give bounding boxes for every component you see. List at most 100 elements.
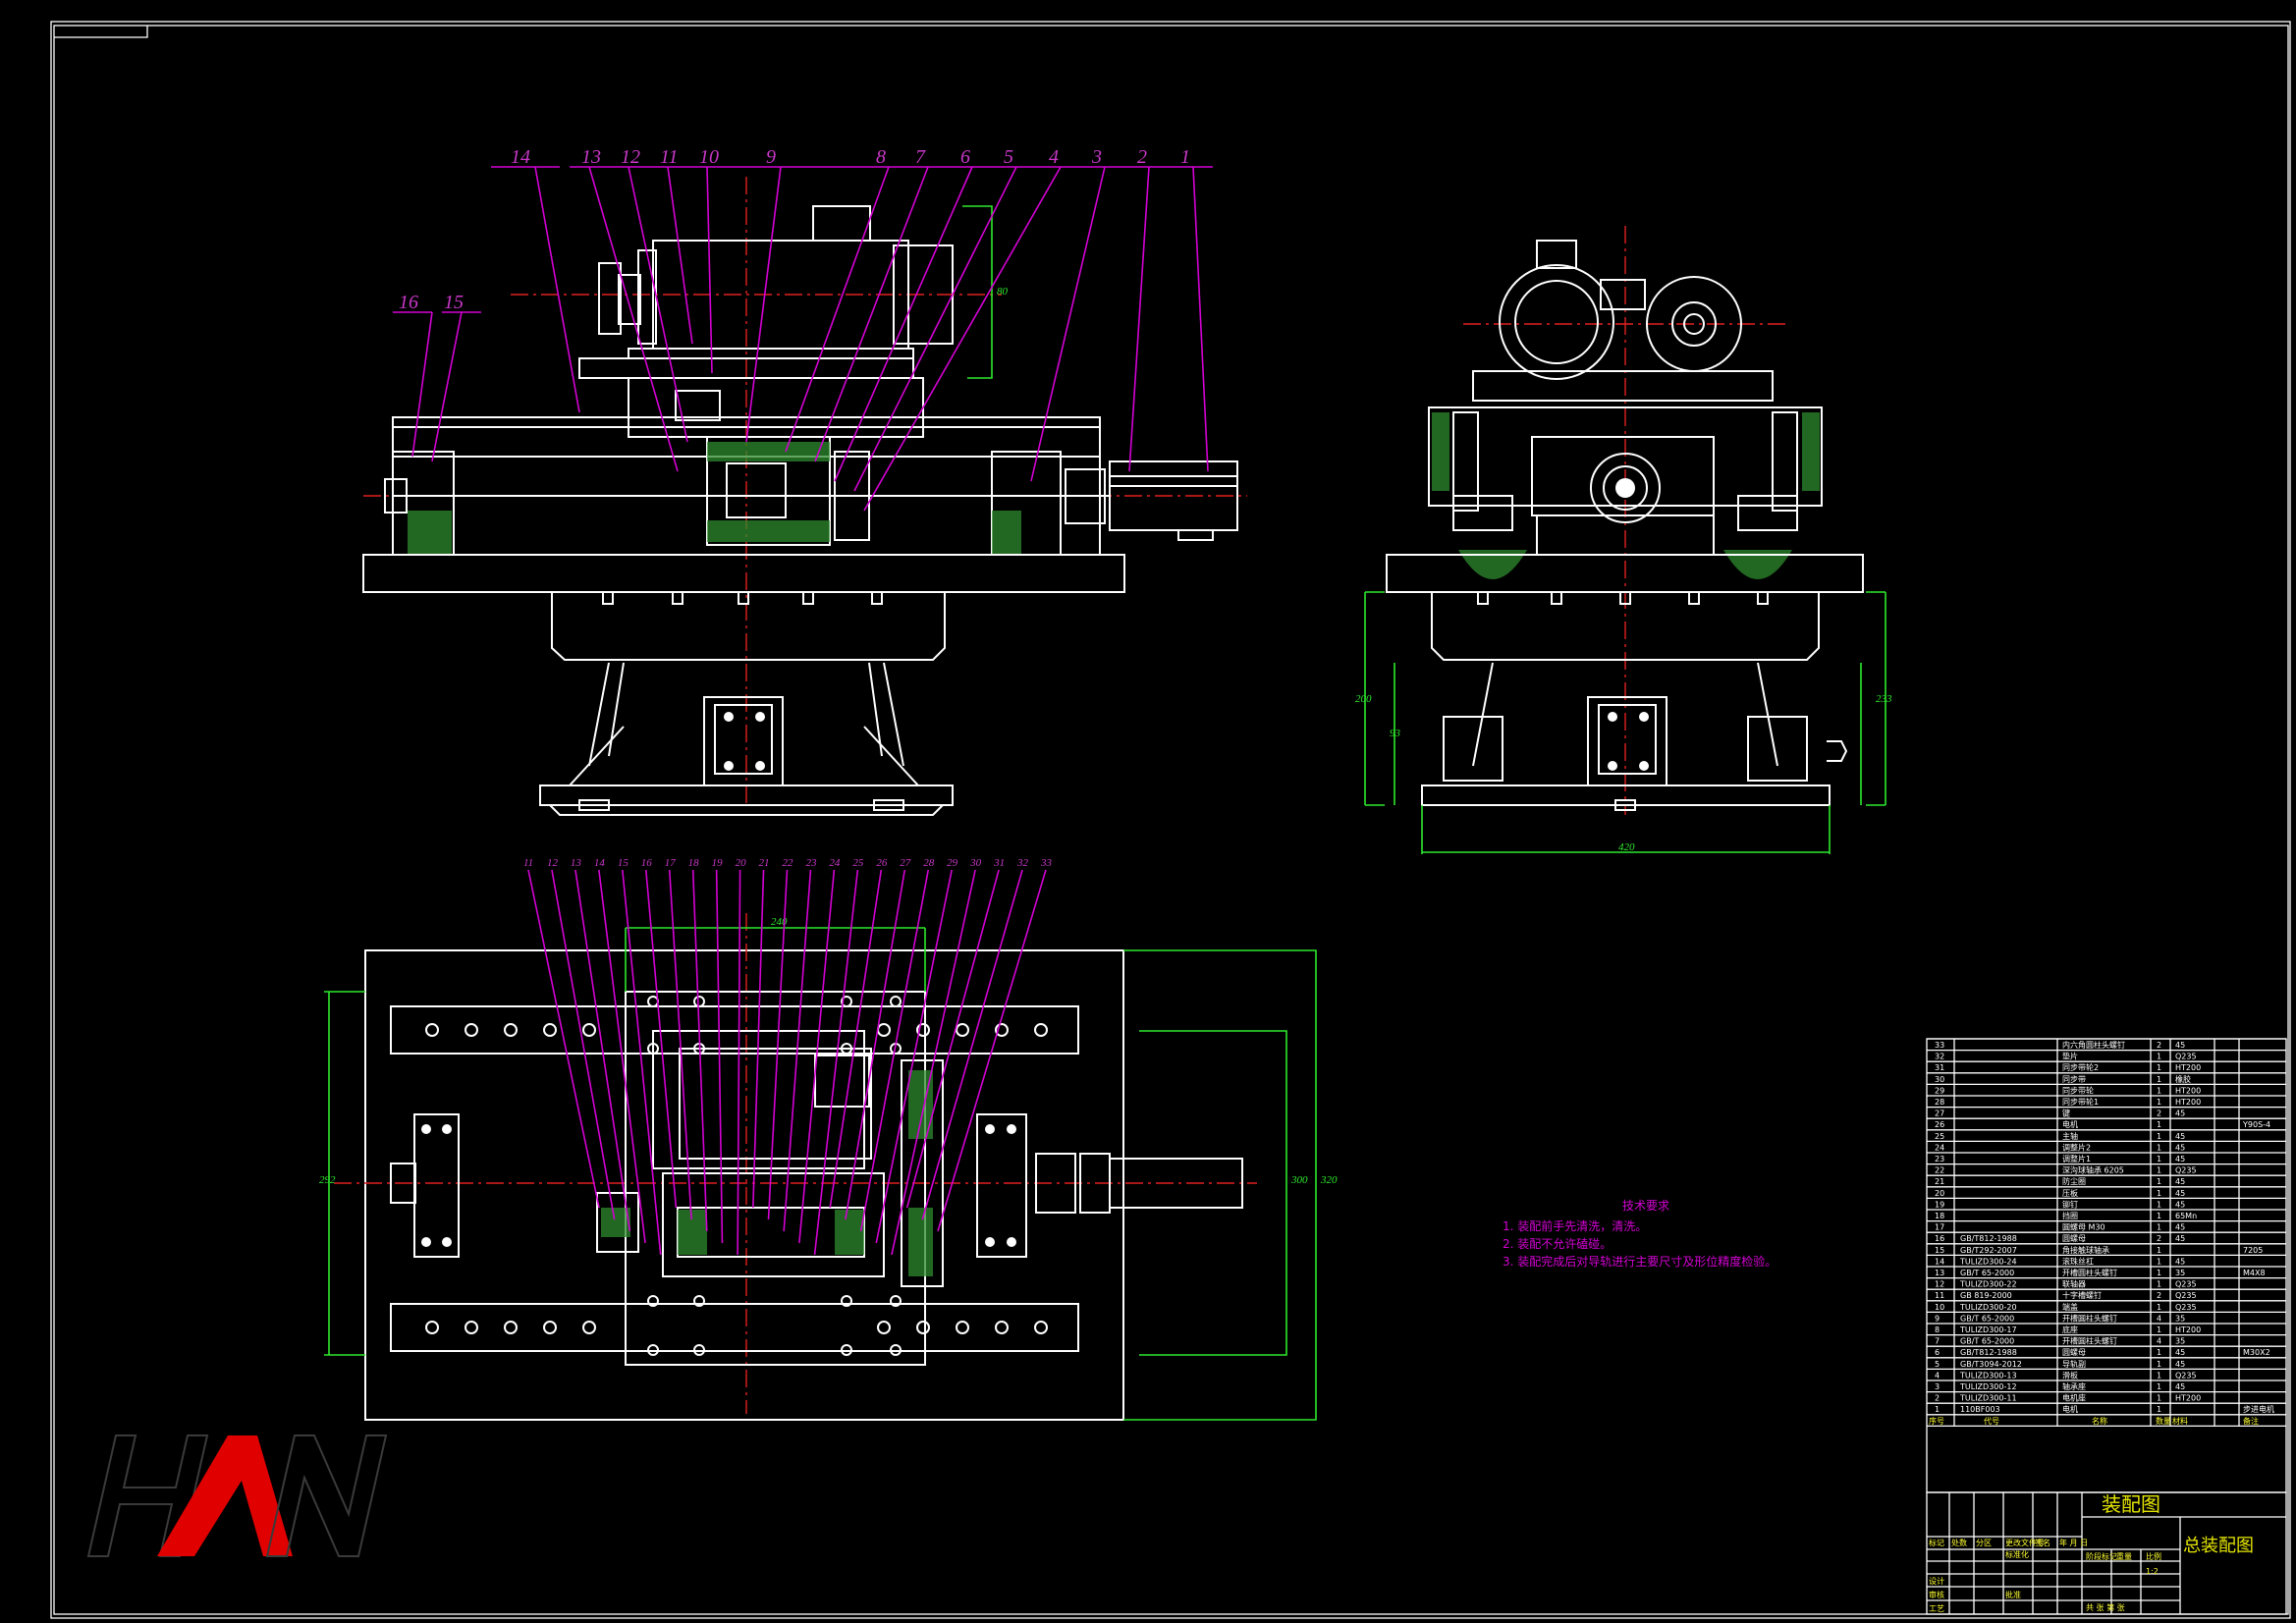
bom-cell: 内六角圆柱头螺钉 (2062, 1040, 2125, 1050)
plan-balloon-17: 17 (665, 857, 677, 869)
bom-cell: 25 (1935, 1132, 1944, 1141)
bom-cell: 19 (1935, 1200, 1944, 1209)
bom-cell: 端盖 (2062, 1302, 2078, 1312)
balloon-1: 1 (1180, 146, 1190, 168)
balloon-16: 16 (399, 292, 418, 313)
bom-cell: 1 (2157, 1086, 2161, 1095)
carriage-bolt-icon (693, 996, 705, 1007)
bom-cell: GB/T812-1988 (1960, 1348, 2017, 1357)
bom-cell: HT200 (2175, 1063, 2201, 1072)
bom-cell: 轴承座 (2062, 1381, 2086, 1391)
plan-balloon-28: 28 (923, 857, 935, 869)
balloon-7: 7 (915, 146, 926, 168)
bom-cell: 导轨副 (2062, 1359, 2086, 1369)
plan-balloon-25: 25 (852, 857, 864, 869)
bom-cell: 29 (1935, 1086, 1944, 1095)
bom-cell: 12 (1935, 1280, 1944, 1289)
bom-cell: Y90S-4 (2242, 1120, 2270, 1129)
rail-bolt-icon (877, 1321, 891, 1334)
bom-cell: 1 (2157, 1371, 2161, 1380)
svg-text:93: 93 (1390, 728, 1401, 739)
bom-cell: 1 (2157, 1280, 2161, 1289)
plan-balloon-15: 15 (618, 857, 629, 869)
bom-cell: 开槽圆柱头螺钉 (2062, 1313, 2117, 1323)
bom-cell: 2 (2157, 1291, 2161, 1300)
bom-cell: Q235 (2175, 1291, 2197, 1300)
bom-cell: 21 (1935, 1177, 1944, 1186)
bom-cell: 16 (1935, 1234, 1944, 1243)
bom-cell: 滑板 (2062, 1370, 2078, 1380)
bom-cell: 1 (2157, 1166, 2161, 1175)
plan-leader (845, 869, 906, 1220)
bom-cell: 橡胶 (2175, 1074, 2191, 1084)
tb-stage: 阶段标记 (2086, 1551, 2117, 1561)
bom-cell: 45 (2175, 1200, 2185, 1209)
balloon-14: 14 (511, 146, 530, 168)
bom-cell: 1 (2157, 1212, 2161, 1220)
plan-leader (859, 869, 930, 1232)
bom-cell: 22 (1935, 1166, 1944, 1175)
bom-cell: 14 (1935, 1257, 1944, 1266)
plan-leader (668, 869, 692, 1220)
bom-cell: 45 (2175, 1189, 2185, 1198)
bom-cell: 1 (2157, 1269, 2161, 1277)
bom-cell: 圆螺母 (2062, 1233, 2086, 1243)
bom-cell: TULIZD300-13 (1959, 1371, 2017, 1380)
plan-balloon-32: 32 (1016, 857, 1029, 869)
plan-balloon-33: 33 (1040, 857, 1053, 869)
bom-cell: GB/T 65-2000 (1960, 1269, 2014, 1277)
plan-leader (737, 869, 741, 1256)
plan-balloon-16: 16 (641, 857, 653, 869)
bom-cell: 调整片1 (2062, 1154, 2091, 1163)
note-1: 1. 装配前手先清洗，清洗。 (1503, 1218, 1647, 1233)
bom-cell: 6 (1935, 1348, 1940, 1357)
bom-cell: 30 (1935, 1075, 1944, 1084)
balloon-3: 3 (1091, 146, 1102, 168)
rail-bolt-icon (1034, 1321, 1048, 1334)
bom-header-cell: 序号 (1929, 1416, 1944, 1426)
bom-cell: 17 (1935, 1223, 1944, 1232)
tb-change: 更改文件号 (2005, 1538, 2045, 1547)
main-title: 总装配图 (2183, 1536, 2254, 1556)
bom-cell: 步进电机 (2243, 1404, 2274, 1414)
balloon-5: 5 (1004, 146, 1013, 168)
plan-leader (598, 869, 646, 1244)
plan-leader (622, 869, 662, 1256)
plan-balloon-24: 24 (829, 857, 841, 869)
bom-cell: TULIZD300-11 (1959, 1394, 2017, 1403)
outer-frame (50, 21, 2291, 1619)
bom-cell: 26 (1935, 1120, 1944, 1129)
bom-cell: 开槽圆柱头螺钉 (2062, 1336, 2117, 1346)
carriage-bolt-icon (693, 1295, 705, 1307)
bom-cell: 同步带轮2 (2062, 1062, 2099, 1072)
plan-leader (527, 869, 600, 1209)
rail-bolt-icon (543, 1023, 557, 1037)
bom-cell: 24 (1935, 1143, 1944, 1152)
balloon-6: 6 (960, 146, 970, 168)
bom-cell: 1 (2157, 1120, 2161, 1129)
han-logo (86, 1434, 388, 1557)
bom-cell: 45 (2175, 1234, 2185, 1243)
front-view: 80 (362, 177, 1247, 816)
bom-cell: 45 (2175, 1143, 2185, 1152)
bom-cell: 滚珠丝杠 (2062, 1256, 2094, 1266)
plan-leader (767, 869, 789, 1220)
bom-cell: 主轴 (2062, 1131, 2078, 1141)
plan-leader (891, 869, 976, 1256)
